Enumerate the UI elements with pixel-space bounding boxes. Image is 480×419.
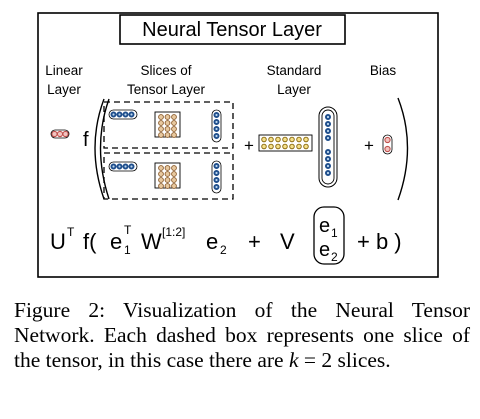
- slice-2-row-vector: [108, 161, 138, 172]
- formula-e1-sub: 1: [124, 243, 131, 257]
- activation-f: f: [83, 129, 89, 151]
- header-bias: Bias: [370, 63, 397, 78]
- slice-1-matrix: [154, 111, 181, 138]
- caption-k: k: [288, 348, 299, 372]
- title-box: [119, 14, 346, 45]
- formula-e2: e: [206, 229, 218, 254]
- caption-label: Figure 2:: [14, 298, 106, 322]
- formula-vec-e1: e: [319, 215, 330, 237]
- formula-vector-bracket: [313, 206, 345, 265]
- formula-bias-close: + b ): [357, 229, 402, 254]
- formula-f-open: f(: [83, 229, 97, 254]
- slice-box-1: [103, 101, 234, 149]
- right-paren: [397, 97, 409, 201]
- formula-vec-e1-sub: 1: [331, 226, 338, 240]
- diagram-title: Neural Tensor Layer: [142, 19, 322, 41]
- formula-plus: +: [248, 229, 261, 254]
- caption-text-end: slices.: [337, 348, 391, 372]
- left-paren-inner: [99, 98, 110, 200]
- plus-sign-1: +: [244, 136, 254, 155]
- formula-vec-e2-sub: 2: [331, 250, 338, 264]
- bias-vector: [382, 134, 393, 155]
- formula-w: W: [141, 229, 162, 254]
- header-slices-1: Slices of: [140, 63, 191, 78]
- slice-1-row-vector: [108, 109, 138, 120]
- caption-equals: = 2: [303, 348, 333, 372]
- header-slices-2: Tensor Layer: [127, 82, 206, 97]
- header-linear-1: Linear: [45, 63, 83, 78]
- formula-w-sup: [1:2]: [162, 225, 185, 239]
- formula-e2-sub: 2: [220, 243, 227, 257]
- slice-box-2: [103, 152, 234, 200]
- left-paren-outer: [94, 98, 105, 200]
- formula-e1-sup: T: [124, 223, 132, 237]
- formula-u: U: [50, 229, 66, 254]
- outer-frame: [37, 12, 439, 278]
- header-standard-2: Layer: [277, 82, 311, 97]
- formula: U T f( e 1 T W [1:2] e 2 + V e 1 e 2 + b…: [50, 206, 402, 265]
- header-standard-1: Standard: [267, 63, 322, 78]
- standard-layer-matrix: [258, 134, 313, 152]
- slice-2-matrix: [154, 162, 181, 189]
- formula-e1: e: [110, 229, 122, 254]
- formula-vec-e2: e: [319, 239, 330, 261]
- formula-v: V: [280, 229, 295, 254]
- neural-tensor-layer-diagram: Neural Tensor Layer Linear Layer Slices …: [37, 12, 439, 278]
- formula-u-sup: T: [67, 225, 75, 239]
- standard-layer-col-vector: [318, 106, 338, 188]
- linear-layer-neurons: [50, 129, 70, 139]
- header-linear-2: Layer: [47, 82, 81, 97]
- plus-sign-2: +: [364, 136, 374, 155]
- figure-caption: Figure 2: Visualization of the Neural Te…: [14, 298, 470, 373]
- slice-2-col-vector: [211, 160, 222, 194]
- slice-1-col-vector: [211, 109, 222, 143]
- caption-text: Visualization of the Neural Tensor Netwo…: [14, 298, 470, 372]
